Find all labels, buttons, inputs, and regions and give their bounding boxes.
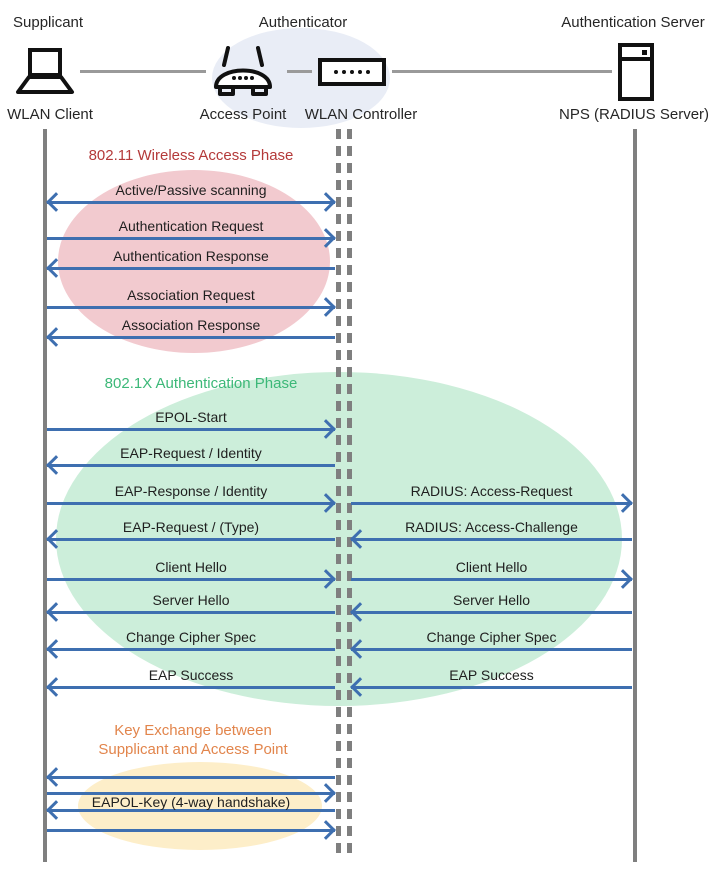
role-supplicant-label: Supplicant	[13, 14, 84, 31]
message-label: RADIUS: Access-Challenge	[405, 519, 578, 535]
message-label: Active/Passive scanning	[115, 182, 267, 198]
message-label: Change Cipher Spec	[126, 629, 256, 645]
lifeline-controller-left	[336, 129, 341, 857]
message-arrow-right	[350, 569, 633, 589]
message-arrow-both	[46, 192, 336, 212]
message-arrow-left	[46, 677, 336, 697]
message-arrow-left	[46, 602, 336, 622]
node-label-access-point: Access Point	[199, 106, 287, 123]
message-label: RADIUS: Access-Request	[410, 483, 573, 499]
message-label: Association Response	[121, 317, 261, 333]
wlan-controller-icon	[318, 58, 386, 86]
node-label-wlan-client: WLAN Client	[7, 106, 93, 123]
message-arrow-left	[46, 767, 336, 787]
node-label-wlan-controller: WLAN Controller	[304, 106, 418, 123]
role-authentication-server-label: Authentication Server	[561, 14, 705, 31]
message-label: EAP-Request / Identity	[120, 445, 262, 461]
phase-title-key-exchange: Key Exchange between Supplicant and Acce…	[73, 721, 313, 759]
message-label: EAP-Response / Identity	[114, 483, 268, 499]
message-label: Client Hello	[455, 559, 528, 575]
message-arrow-left	[46, 455, 336, 475]
message-arrow-left	[46, 258, 336, 278]
phase-title-key-exchange-line2: Supplicant and Access Point	[98, 741, 288, 758]
message-arrow-left	[46, 639, 336, 659]
connector-line	[287, 70, 312, 73]
message-arrow-right	[46, 297, 336, 317]
message-arrow-left	[350, 602, 633, 622]
message-label: Server Hello	[452, 592, 531, 608]
server-icon	[617, 42, 655, 102]
phase-title-802-11: 802.11 Wireless Access Phase	[88, 147, 294, 164]
phase-title-key-exchange-line1: Key Exchange between	[114, 722, 272, 739]
message-arrow-right	[46, 419, 336, 439]
message-arrow-left	[46, 529, 336, 549]
lifeline-radius-server	[633, 129, 637, 862]
message-arrow-left	[46, 800, 336, 820]
phase-title-802-1x: 802.1X Authentication Phase	[104, 375, 298, 392]
message-arrow-right	[46, 569, 336, 589]
message-label: EPOL-Start	[155, 409, 227, 425]
message-label: EAP Success	[148, 667, 234, 683]
arrowhead-right	[316, 820, 336, 840]
message-label: Client Hello	[155, 559, 227, 575]
message-label: Authentication Response	[113, 248, 269, 264]
message-label: EAP-Request / (Type)	[122, 519, 260, 535]
message-arrow-right	[46, 820, 336, 840]
arrowhead-left	[46, 767, 66, 787]
lifeline-wlan-client	[43, 129, 47, 862]
message-arrow-left	[46, 327, 336, 347]
message-label: Authentication Request	[118, 218, 264, 234]
message-arrow-left	[350, 639, 633, 659]
access-point-icon	[207, 42, 279, 100]
message-arrow-right	[46, 228, 336, 248]
message-arrow-right	[350, 493, 633, 513]
message-arrow-left	[350, 529, 633, 549]
laptop-icon	[12, 46, 78, 102]
connector-line	[392, 70, 612, 73]
message-label: Association Request	[127, 287, 255, 303]
message-arrow-left	[350, 677, 633, 697]
message-label: Change Cipher Spec	[426, 629, 557, 645]
message-label: Server Hello	[152, 592, 230, 608]
connector-line	[80, 70, 206, 73]
lifeline-controller-right	[347, 129, 352, 857]
node-label-nps-server: NPS (RADIUS Server)	[559, 106, 710, 123]
message-arrow-right	[46, 493, 336, 513]
message-label: EAPOL-Key (4-way handshake)	[91, 794, 291, 810]
message-label: EAP Success	[449, 667, 534, 683]
message-arrow-right	[46, 783, 336, 803]
role-authenticator-label: Authenticator	[258, 14, 348, 31]
